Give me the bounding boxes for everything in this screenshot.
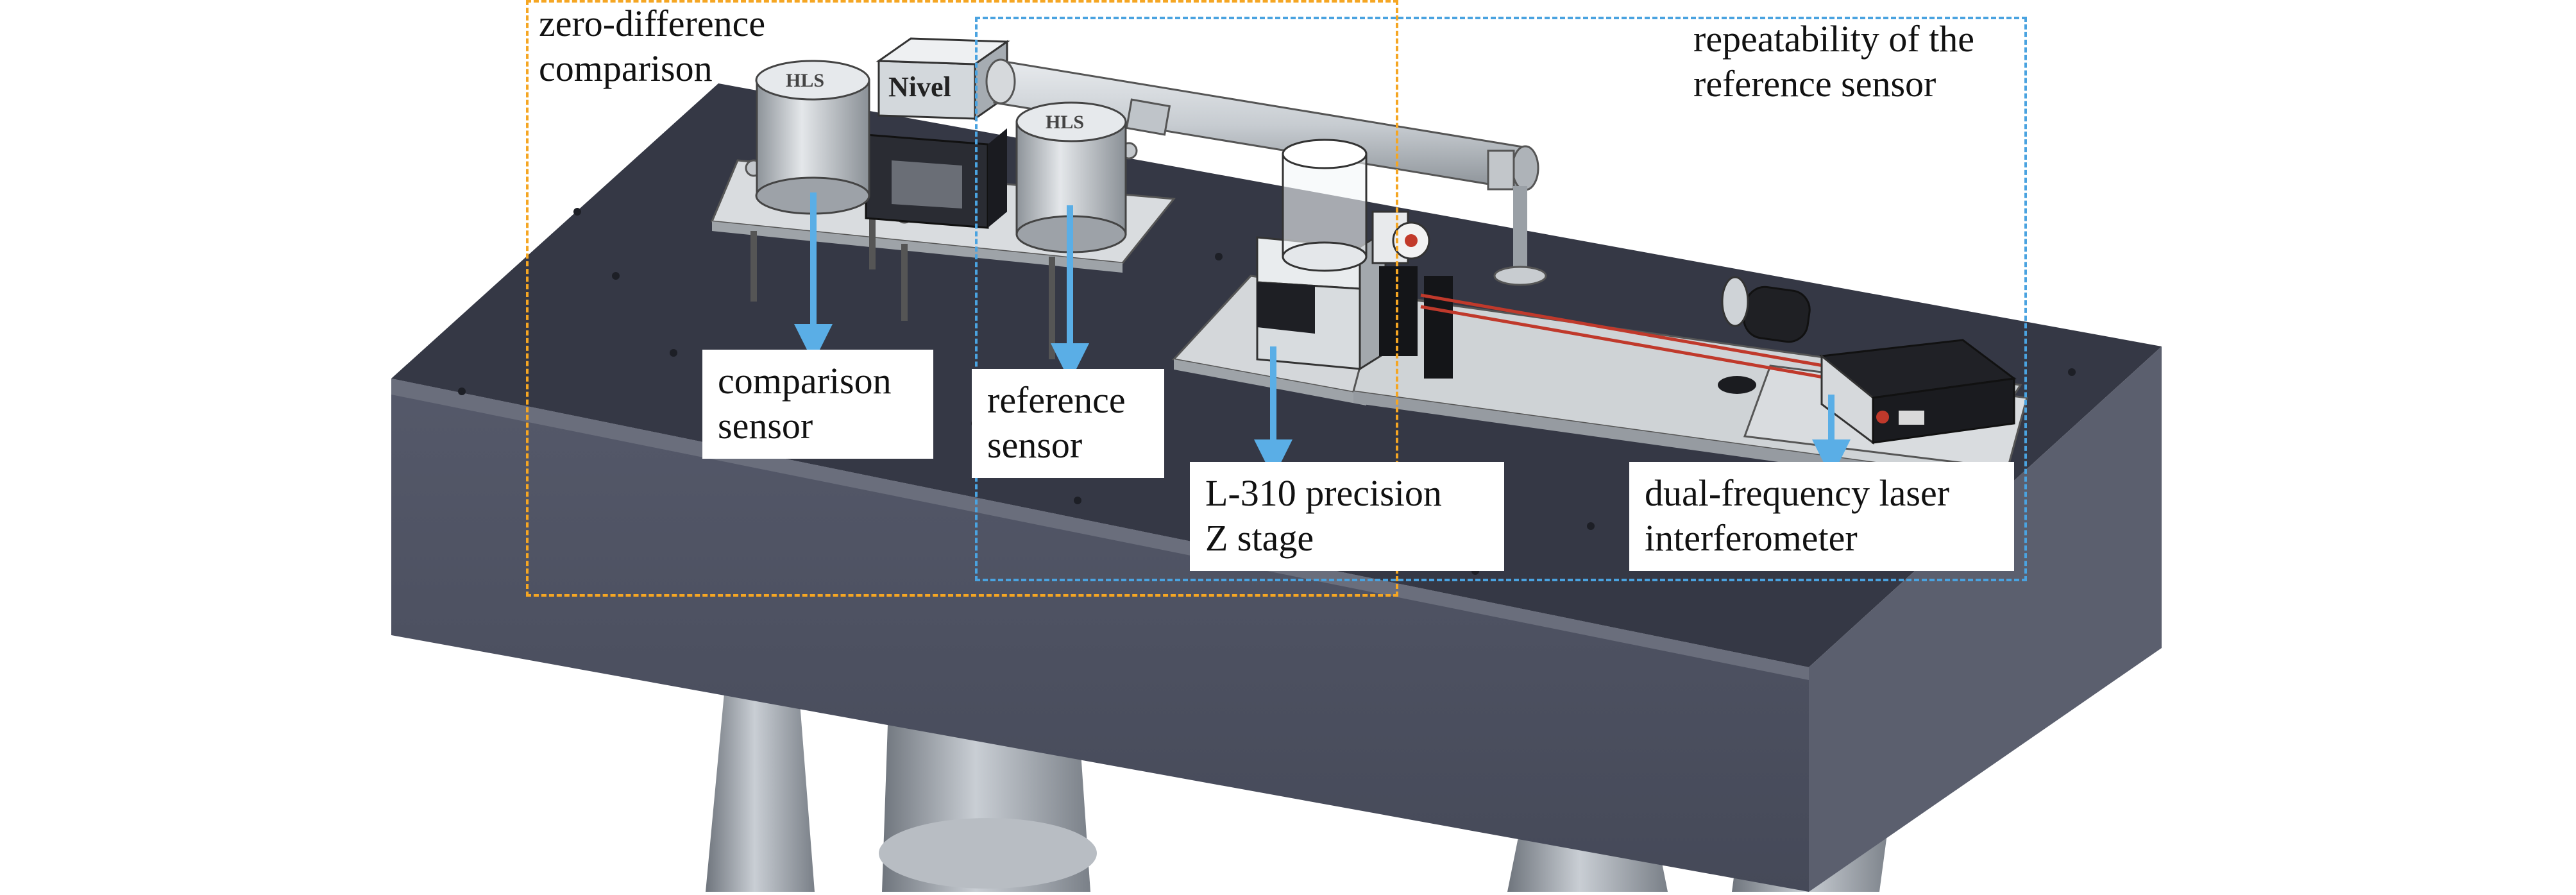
zero-difference-region-box xyxy=(526,0,1398,597)
repeatability-title-line1: repeatability of the xyxy=(1693,18,1975,60)
glass-cylinder xyxy=(1282,139,1368,272)
nivel-engraving: Nivel xyxy=(888,71,951,103)
zero-difference-title-line1: zero-difference xyxy=(539,3,766,44)
comparison-sensor-label: comparison sensor xyxy=(702,350,933,459)
comparison-sensor-label-line1: comparison xyxy=(718,360,892,402)
zero-difference-title: zero-difference comparison xyxy=(539,1,765,91)
post-stand xyxy=(1493,186,1547,286)
optics-mount xyxy=(1371,210,1453,379)
laser-module xyxy=(1718,276,1811,394)
zero-difference-title-line2: comparison xyxy=(539,47,713,89)
connecting-tube xyxy=(985,58,1539,191)
z-stage-label-line1: L-310 precision xyxy=(1205,472,1442,514)
laser-interferometer-label: dual-frequency laser interferometer xyxy=(1629,462,2014,571)
comparison-sensor-label-line2: sensor xyxy=(718,405,813,447)
laser-beam xyxy=(1420,293,1861,386)
comparison-cap-engraving: HLS xyxy=(786,70,824,91)
reference-cap-engraving: HLS xyxy=(1046,112,1084,133)
laser-interferometer-head xyxy=(1819,339,2017,445)
reference-sensor-label: reference sensor xyxy=(972,369,1164,478)
repeatability-title-line2: reference sensor xyxy=(1693,63,1936,105)
table-leg-back-left xyxy=(706,686,815,892)
reference-sensor-label-line2: sensor xyxy=(987,424,1083,466)
z-stage-label-line2: Z stage xyxy=(1205,517,1314,559)
repeatability-title: repeatability of the reference sensor xyxy=(1693,17,1974,107)
z-stage-label: L-310 precision Z stage xyxy=(1190,462,1504,571)
laser-label-line2: interferometer xyxy=(1645,517,1858,559)
laser-label-line1: dual-frequency laser xyxy=(1645,472,1950,514)
repeatability-region-box xyxy=(975,17,2027,581)
reference-sensor-label-line1: reference xyxy=(987,379,1126,421)
nivel-bracket xyxy=(865,128,1007,229)
